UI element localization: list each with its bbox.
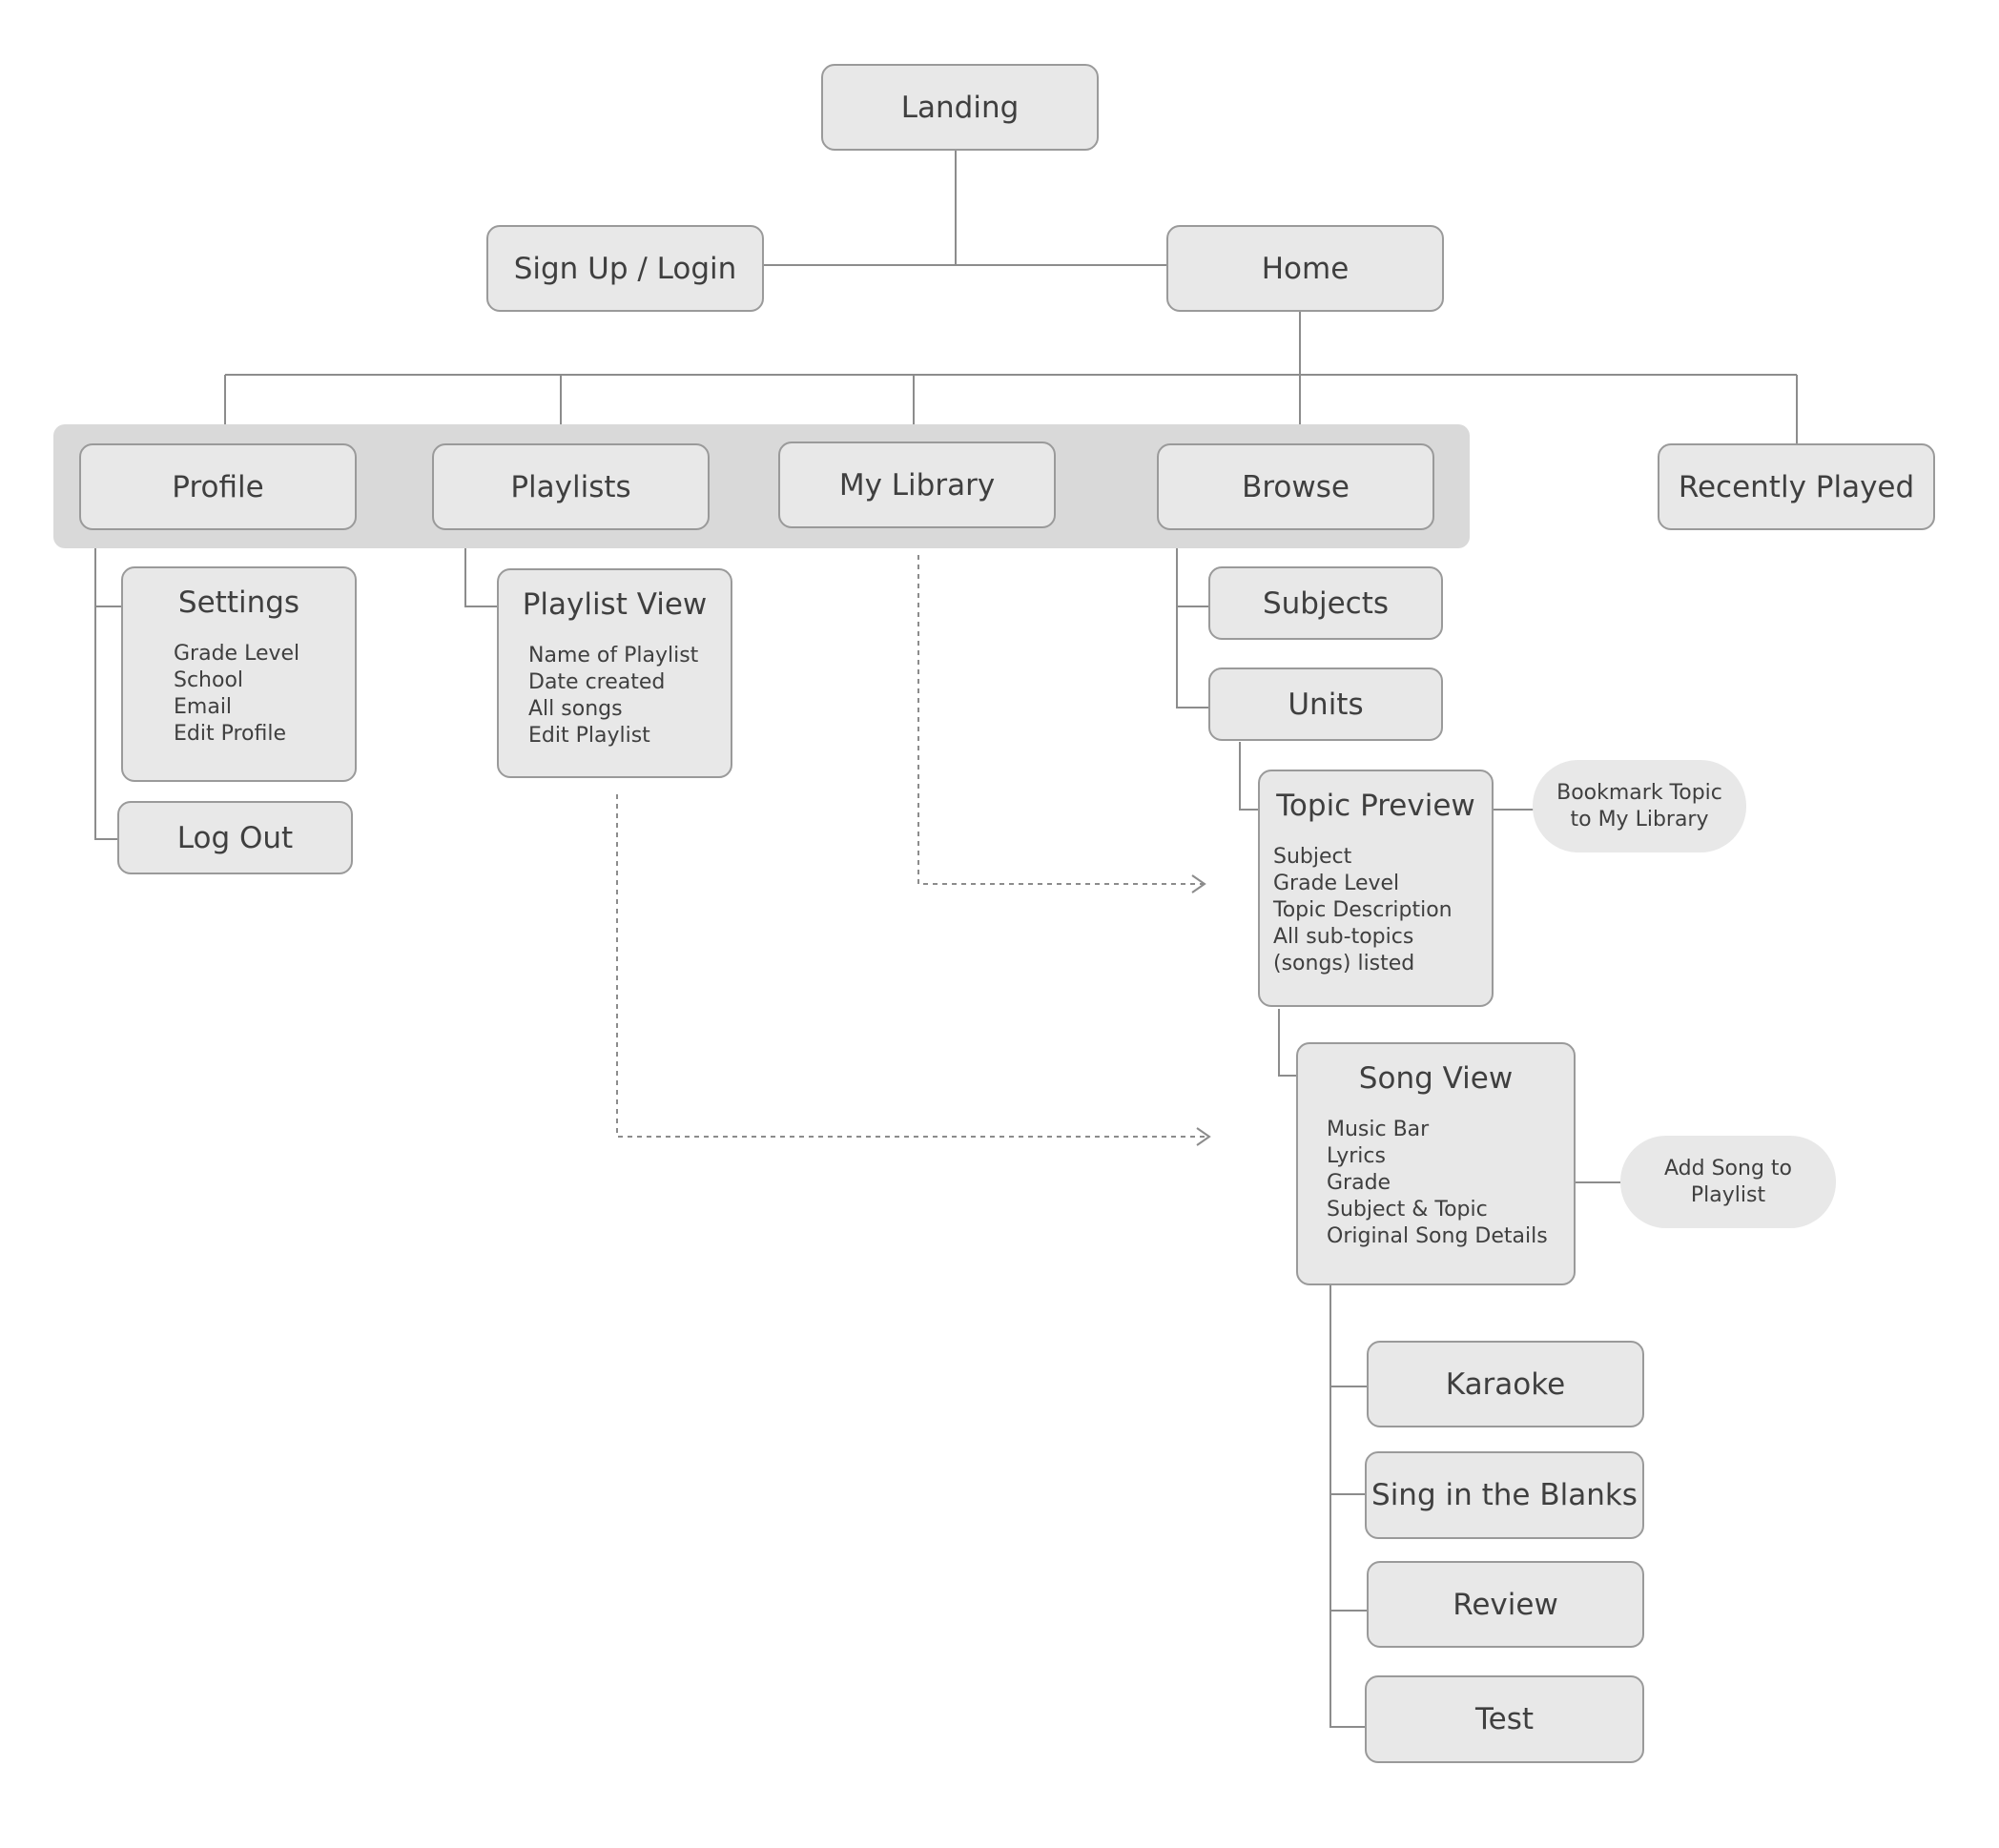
node-playlist-view[interactable]: Playlist View Name of Playlist Date crea… — [497, 568, 732, 778]
node-settings-title: Settings — [177, 585, 300, 620]
node-my-library-label: My Library — [838, 467, 996, 503]
action-bookmark-topic[interactable]: Bookmark Topic to My Library — [1533, 760, 1746, 852]
topic-preview-item: All sub-topics — [1273, 925, 1414, 949]
node-topic-preview-title: Topic Preview — [1276, 789, 1475, 823]
action-add-song-to-playlist[interactable]: Add Song to Playlist — [1620, 1136, 1836, 1228]
topic-preview-item: Topic Description — [1273, 898, 1453, 922]
node-karaoke-label: Karaoke — [1445, 1366, 1566, 1402]
playlist-view-item: Edit Playlist — [528, 724, 650, 748]
settings-details: Grade Level School Email Edit Profile — [174, 641, 355, 748]
node-units-label: Units — [1288, 687, 1364, 722]
node-review-label: Review — [1453, 1587, 1558, 1622]
connector-bus-drops — [224, 375, 1798, 443]
add-song-line: Playlist — [1690, 1182, 1766, 1207]
node-units[interactable]: Units — [1208, 667, 1443, 741]
connector-units-topic — [1239, 742, 1259, 811]
song-view-item: Grade — [1327, 1171, 1391, 1195]
node-profile-label: Profile — [172, 469, 264, 504]
topic-preview-item: Subject — [1273, 845, 1352, 869]
node-home[interactable]: Home — [1166, 225, 1444, 312]
node-karaoke[interactable]: Karaoke — [1367, 1341, 1644, 1427]
playlist-view-item: Date created — [528, 670, 666, 694]
node-settings[interactable]: Settings Grade Level School Email Edit P… — [121, 566, 357, 782]
node-my-library[interactable]: My Library — [778, 441, 1056, 528]
playlist-view-item: All songs — [528, 697, 623, 721]
node-landing-label: Landing — [900, 90, 1020, 125]
song-view-item: Original Song Details — [1327, 1224, 1548, 1248]
arrowhead-topic — [1191, 874, 1206, 893]
node-playlist-view-title: Playlist View — [522, 587, 708, 622]
add-song-label: Add Song to Playlist — [1664, 1156, 1792, 1209]
node-subjects-label: Subjects — [1262, 585, 1390, 621]
connector-profile-children — [94, 530, 121, 840]
node-subjects[interactable]: Subjects — [1208, 566, 1443, 640]
settings-item: Email — [174, 695, 233, 719]
song-view-item: Lyrics — [1327, 1144, 1386, 1168]
node-landing[interactable]: Landing — [821, 64, 1099, 151]
settings-item: Grade Level — [174, 642, 300, 666]
bookmark-topic-line: Bookmark Topic — [1556, 780, 1722, 805]
topic-preview-item: (songs) listed — [1273, 952, 1415, 975]
node-song-view[interactable]: Song View Music Bar Lyrics Grade Subject… — [1296, 1042, 1576, 1285]
node-playlists[interactable]: Playlists — [432, 443, 710, 530]
settings-item: Edit Profile — [174, 722, 287, 746]
song-view-item: Subject & Topic — [1327, 1198, 1488, 1222]
node-topic-preview[interactable]: Topic Preview Subject Grade Level Topic … — [1258, 770, 1494, 1007]
song-view-item: Music Bar — [1327, 1118, 1430, 1141]
node-test-label: Test — [1474, 1702, 1535, 1736]
node-browse[interactable]: Browse — [1157, 443, 1434, 530]
arrowhead-song — [1196, 1127, 1211, 1146]
node-profile[interactable]: Profile — [79, 443, 357, 530]
node-test[interactable]: Test — [1365, 1675, 1644, 1763]
dashed-link-playlist-song — [616, 794, 1208, 1138]
node-song-view-title: Song View — [1358, 1061, 1514, 1096]
node-signup-login-label: Sign Up / Login — [513, 251, 737, 286]
node-recently-played-label: Recently Played — [1678, 469, 1915, 504]
song-view-details: Music Bar Lyrics Grade Subject & Topic O… — [1327, 1117, 1574, 1250]
add-song-line: Add Song to — [1664, 1156, 1792, 1181]
node-browse-label: Browse — [1242, 469, 1350, 504]
connector-browse-children — [1176, 530, 1209, 708]
bookmark-topic-line: to My Library — [1570, 807, 1709, 832]
node-log-out-label: Log Out — [176, 820, 294, 855]
node-recently-played[interactable]: Recently Played — [1658, 443, 1935, 530]
node-signup-login[interactable]: Sign Up / Login — [486, 225, 764, 312]
node-sing-in-the-blanks[interactable]: Sing in the Blanks — [1365, 1451, 1644, 1539]
settings-item: School — [174, 668, 244, 692]
dashed-link-mylibrary-topic — [917, 555, 1204, 885]
connector-home-bus — [225, 311, 1797, 376]
connector-landing-branch — [763, 151, 1168, 266]
connector-song-activities — [1329, 1285, 1370, 1728]
topic-preview-item: Grade Level — [1273, 872, 1400, 895]
playlist-view-item: Name of Playlist — [528, 644, 699, 667]
bookmark-topic-label: Bookmark Topic to My Library — [1556, 780, 1722, 833]
node-home-label: Home — [1261, 251, 1350, 286]
node-sing-in-the-blanks-label: Sing in the Blanks — [1371, 1478, 1638, 1512]
connector-playlists-child — [464, 530, 499, 607]
connector-topic-song — [1278, 1009, 1298, 1077]
topic-preview-details: Subject Grade Level Topic Description Al… — [1273, 844, 1492, 977]
node-log-out[interactable]: Log Out — [117, 801, 353, 874]
node-playlists-label: Playlists — [510, 469, 631, 504]
node-review[interactable]: Review — [1367, 1561, 1644, 1648]
playlist-view-details: Name of Playlist Date created All songs … — [528, 643, 731, 749]
